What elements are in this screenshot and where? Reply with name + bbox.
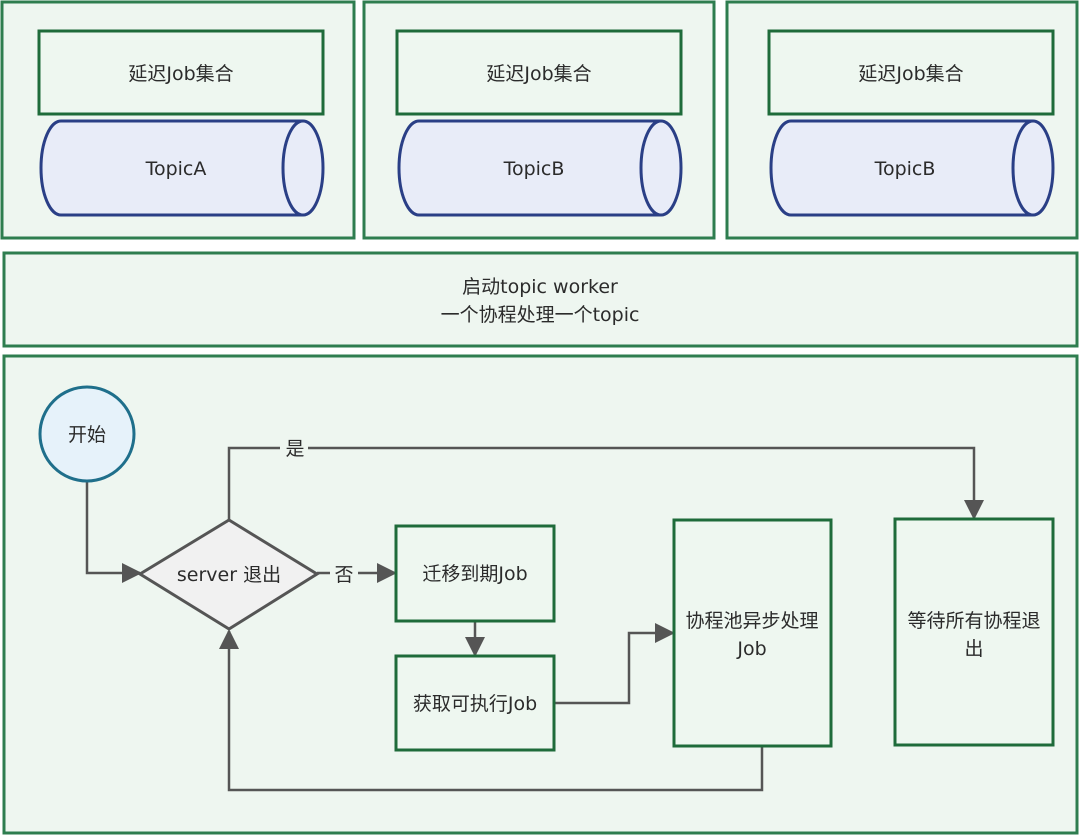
topic-cylinder-1 <box>39 119 325 217</box>
topic-label-3: TopicB <box>874 158 936 180</box>
wait-box <box>893 517 1055 747</box>
yes-arrow <box>227 446 984 520</box>
migrate-label: 迁移到期Job <box>422 563 527 585</box>
job-set-label-1: 延迟Job集合 <box>128 63 233 85</box>
topic-label-2: TopicB <box>503 158 565 180</box>
job-set-box-3 <box>767 29 1055 116</box>
no-label: 否 <box>334 564 353 586</box>
decision-label: server 退出 <box>177 564 281 586</box>
fetch-label: 获取可执行Job <box>413 693 537 715</box>
start-node <box>38 385 136 483</box>
job-set-label-3: 延迟Job集合 <box>858 63 963 85</box>
connectors <box>85 446 984 792</box>
start-label: 开始 <box>68 424 106 446</box>
topic-cylinder-3 <box>769 119 1055 217</box>
job-set-label-2: 延迟Job集合 <box>486 63 591 85</box>
topic-cylinder-2 <box>397 119 683 217</box>
top-panel-2: 延迟Job集合 TopicB <box>362 0 716 240</box>
wait-label-line-1: 等待所有协程退 <box>907 610 1040 632</box>
topic-label-1: TopicA <box>145 158 207 180</box>
yes-label: 是 <box>285 438 304 460</box>
job-set-box-1 <box>37 29 325 116</box>
worker-line-2: 一个协程处理一个topic <box>441 304 640 326</box>
pool-label-line-1: 协程池异步处理 <box>685 610 818 632</box>
flow-panel: 是 否 开始 server 退出 迁移到期Job 获取可执行Job 协程池异步处… <box>2 354 1079 835</box>
loop-back-arrow <box>219 629 764 792</box>
fetch-box <box>394 654 556 752</box>
worker-line-1: 启动topic worker <box>462 276 618 298</box>
fetch-to-pool-arrow <box>554 623 675 705</box>
worker-panel: 启动topic worker 一个协程处理一个topic <box>2 251 1079 348</box>
top-panel-3: 延迟Job集合 TopicB <box>725 0 1079 240</box>
start-to-decision-arrow <box>85 481 142 583</box>
job-set-box-2 <box>395 29 683 116</box>
decision-node <box>137 518 320 631</box>
wait-label-line-2: 出 <box>964 638 983 660</box>
pool-box <box>672 518 833 748</box>
top-panel-1: 延迟Job集合 TopicA <box>0 0 356 240</box>
migrate-box <box>394 524 556 623</box>
pool-label-line-2: Job <box>736 638 766 660</box>
